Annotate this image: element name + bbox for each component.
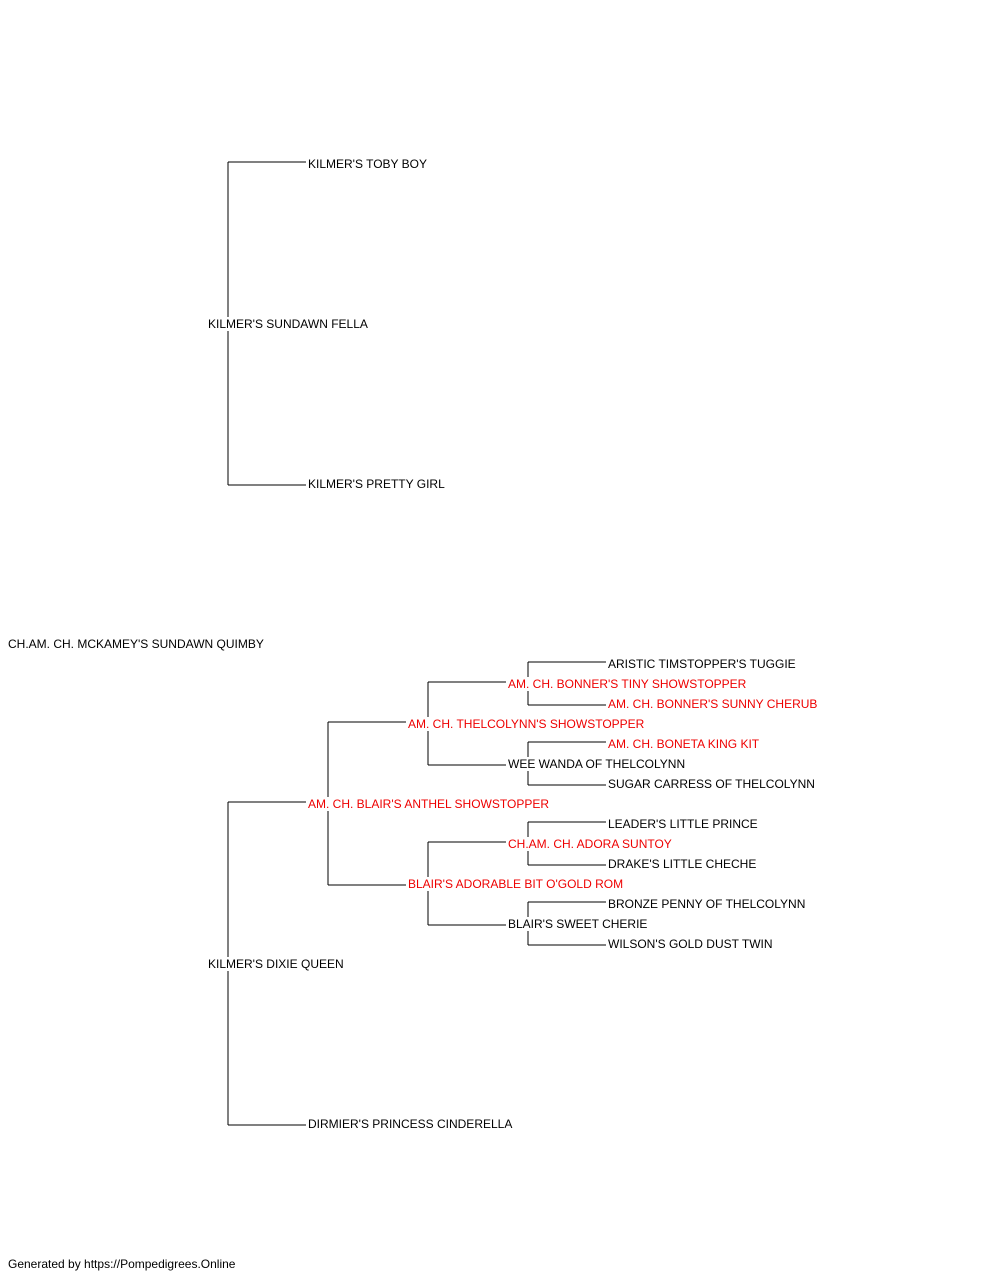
dog-name-gen1[interactable]: KILMER'S SUNDAWN FELLA [208, 317, 370, 331]
dog-name-gen5[interactable]: DRAKE'S LITTLE CHECHE [608, 857, 759, 871]
dog-name-gen5[interactable]: WILSON'S GOLD DUST TWIN [608, 937, 775, 951]
dog-name-gen2[interactable]: KILMER'S TOBY BOY [308, 157, 430, 171]
dog-name-gen3[interactable]: BLAIR'S ADORABLE BIT O'GOLD ROM [408, 877, 626, 891]
dog-name-gen5[interactable]: AM. CH. BONNER'S SUNNY CHERUB [608, 697, 820, 711]
dog-name-gen5[interactable]: SUGAR CARRESS OF THELCOLYNN [608, 777, 817, 791]
dog-name-gen4[interactable]: BLAIR'S SWEET CHERIE [508, 917, 650, 931]
dog-name-gen0[interactable]: CH.AM. CH. MCKAMEY'S SUNDAWN QUIMBY [8, 637, 266, 651]
dog-name-gen4[interactable]: WEE WANDA OF THELCOLYNN [508, 757, 688, 771]
dog-name-gen5[interactable]: BRONZE PENNY OF THELCOLYNN [608, 897, 808, 911]
dog-name-gen3[interactable]: AM. CH. THELCOLYNN'S SHOWSTOPPER [408, 717, 647, 731]
dog-name-gen2[interactable]: KILMER'S PRETTY GIRL [308, 477, 447, 491]
footer-credit: Generated by https://Pompedigrees.Online [8, 1257, 236, 1271]
dog-name-gen4[interactable]: CH.AM. CH. ADORA SUNTOY [508, 837, 674, 851]
dog-name-gen5[interactable]: AM. CH. BONETA KING KIT [608, 737, 762, 751]
dog-name-gen1[interactable]: KILMER'S DIXIE QUEEN [208, 957, 346, 971]
dog-name-gen5[interactable]: ARISTIC TIMSTOPPER'S TUGGIE [608, 657, 798, 671]
dog-name-gen5[interactable]: LEADER'S LITTLE PRINCE [608, 817, 760, 831]
dog-name-gen4[interactable]: AM. CH. BONNER'S TINY SHOWSTOPPER [508, 677, 749, 691]
dog-name-gen2[interactable]: DIRMIER'S PRINCESS CINDERELLA [308, 1117, 515, 1131]
dog-name-gen2[interactable]: AM. CH. BLAIR'S ANTHEL SHOWSTOPPER [308, 797, 552, 811]
